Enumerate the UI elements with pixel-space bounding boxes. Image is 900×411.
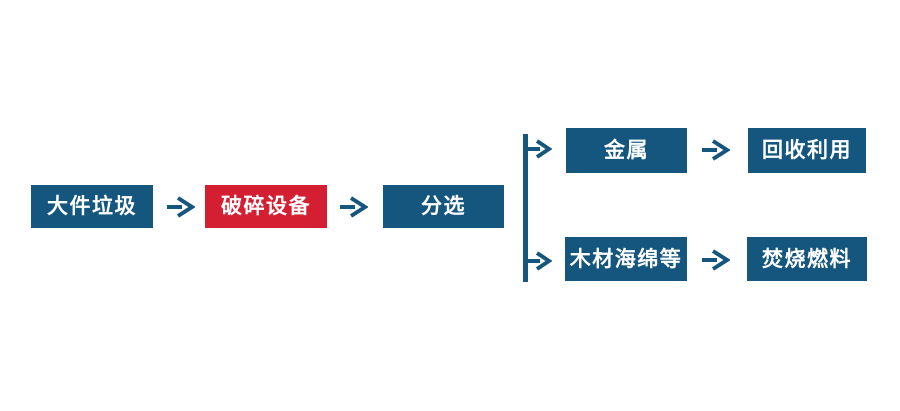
arrow-right-icon — [702, 249, 730, 271]
branch-arrow-bottom-icon — [526, 251, 552, 271]
node-incineration-fuel: 焚烧燃料 — [747, 237, 867, 281]
arrow-right-icon — [167, 196, 195, 218]
branch-arrow-top-icon — [526, 139, 552, 159]
node-crushing-equipment: 破碎设备 — [205, 185, 327, 228]
arrow-right-icon — [702, 139, 730, 161]
node-wood-sponge-etc: 木材海绵等 — [565, 237, 687, 281]
node-bulky-waste: 大件垃圾 — [31, 185, 153, 228]
arrow-right-icon — [340, 196, 368, 218]
node-sorting: 分选 — [383, 185, 504, 228]
node-recycling: 回收利用 — [748, 128, 866, 173]
node-metal: 金属 — [566, 128, 687, 173]
branch-connector-line — [523, 134, 528, 282]
